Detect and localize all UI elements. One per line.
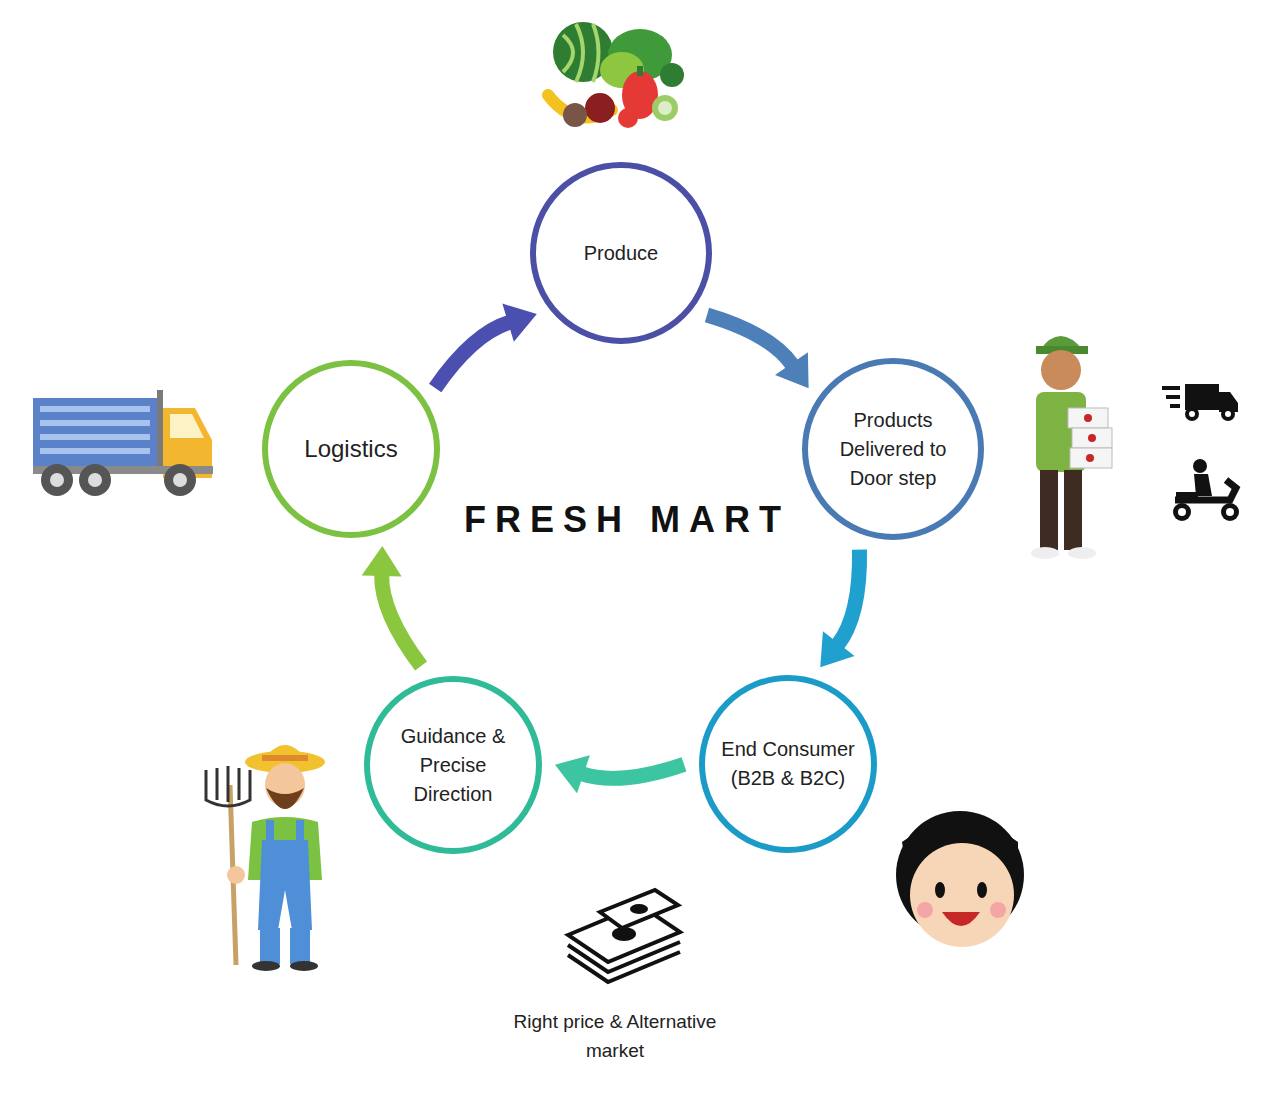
arrow-head: [555, 755, 590, 793]
consumer-face: [896, 811, 1024, 947]
diagram-title: FRESH MART: [464, 499, 790, 541]
scooter-icon: [1173, 459, 1239, 521]
farmer-illustration: [206, 745, 325, 971]
truck-illustration: [33, 390, 213, 496]
arrow-head: [502, 304, 536, 342]
money-stack: [568, 890, 680, 982]
node-label: Products Delivered to Door step: [818, 406, 968, 493]
note-label: Right price & Alternative market: [505, 1008, 725, 1065]
flow-arrow: [707, 315, 809, 388]
arrow-head: [362, 546, 402, 576]
arrow-body: [382, 574, 421, 666]
node-label: Logistics: [279, 432, 424, 467]
stage-circle: Guidance & Precise Direction: [363, 675, 543, 855]
arrow-body: [582, 764, 684, 778]
stage-circle: Products Delivered to Door step: [801, 357, 985, 541]
arrow-head: [820, 631, 854, 667]
arrow-body: [837, 550, 859, 646]
delivery-person: [1031, 336, 1112, 559]
stage-circle: Logistics: [261, 359, 441, 539]
node-label: End Consumer (B2B & B2C): [713, 735, 863, 793]
stage-circle: End Consumer (B2B & B2C): [698, 674, 878, 854]
arrow-body: [435, 322, 510, 388]
flow-arrow: [362, 546, 421, 666]
node-label: Guidance & Precise Direction: [381, 722, 526, 809]
arrow-head: [775, 352, 809, 388]
node-label: Produce: [546, 239, 696, 268]
stage-circle: Produce: [529, 161, 713, 345]
flow-arrow: [820, 550, 859, 668]
arrow-body: [707, 315, 793, 365]
produce-illustration: [548, 22, 684, 128]
circle-outline: [698, 674, 878, 854]
delivery-truck-icon: [1162, 384, 1238, 421]
flow-arrow: [435, 304, 537, 388]
flow-arrow: [555, 755, 684, 793]
